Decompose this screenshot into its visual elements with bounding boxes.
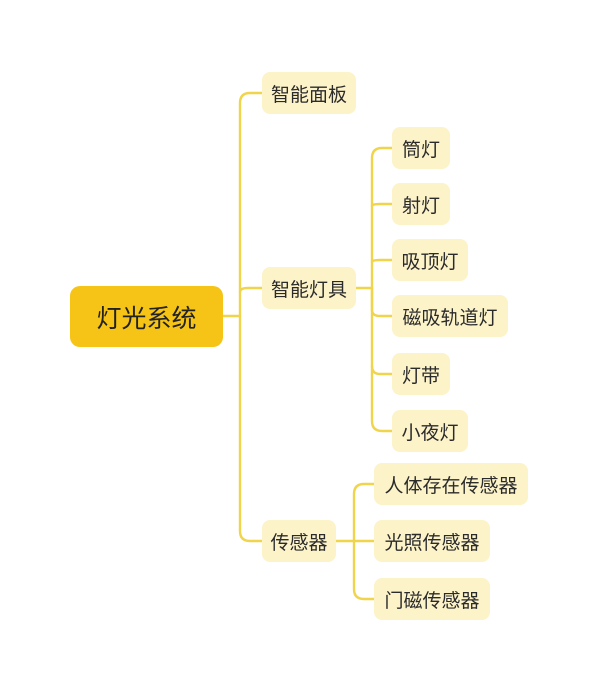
connector-to-door-sensor	[352, 539, 376, 601]
leaf-node-spotlight[interactable]: 射灯	[392, 183, 450, 225]
connector-to-night-light	[370, 286, 394, 433]
connector-root-to-smart-fixtures	[238, 286, 264, 294]
leaf-node-light-strip[interactable]: 灯带	[392, 353, 450, 395]
branch-node-smart-panel[interactable]: 智能面板	[262, 72, 356, 114]
leaf-node-light-sensor[interactable]: 光照传感器	[374, 520, 490, 562]
leaf-node-magnetic-track-light[interactable]: 磁吸轨道灯	[392, 295, 508, 337]
leaf-node-ceiling-light[interactable]: 吸顶灯	[392, 239, 468, 281]
leaf-node-door-sensor[interactable]: 门磁传感器	[374, 578, 490, 620]
branch-node-sensors[interactable]: 传感器	[262, 520, 336, 562]
leaf-node-presence-sensor[interactable]: 人体存在传感器	[374, 463, 528, 505]
branch-node-smart-fixtures[interactable]: 智能灯具	[262, 267, 356, 309]
leaf-node-night-light[interactable]: 小夜灯	[392, 410, 468, 452]
connector-to-presence-sensor	[352, 482, 376, 543]
connector-to-ceiling-light	[370, 258, 394, 264]
connector-to-spotlight	[370, 202, 394, 208]
root-node[interactable]: 灯光系统	[70, 286, 223, 347]
connector-to-downlight	[370, 146, 394, 290]
connector-to-light-strip	[370, 364, 394, 376]
connector-root-to-smart-panel	[221, 91, 264, 318]
connector-to-magnetic-track-light	[370, 286, 394, 318]
leaf-node-downlight[interactable]: 筒灯	[392, 127, 450, 169]
connector-root-to-sensors	[238, 314, 264, 543]
